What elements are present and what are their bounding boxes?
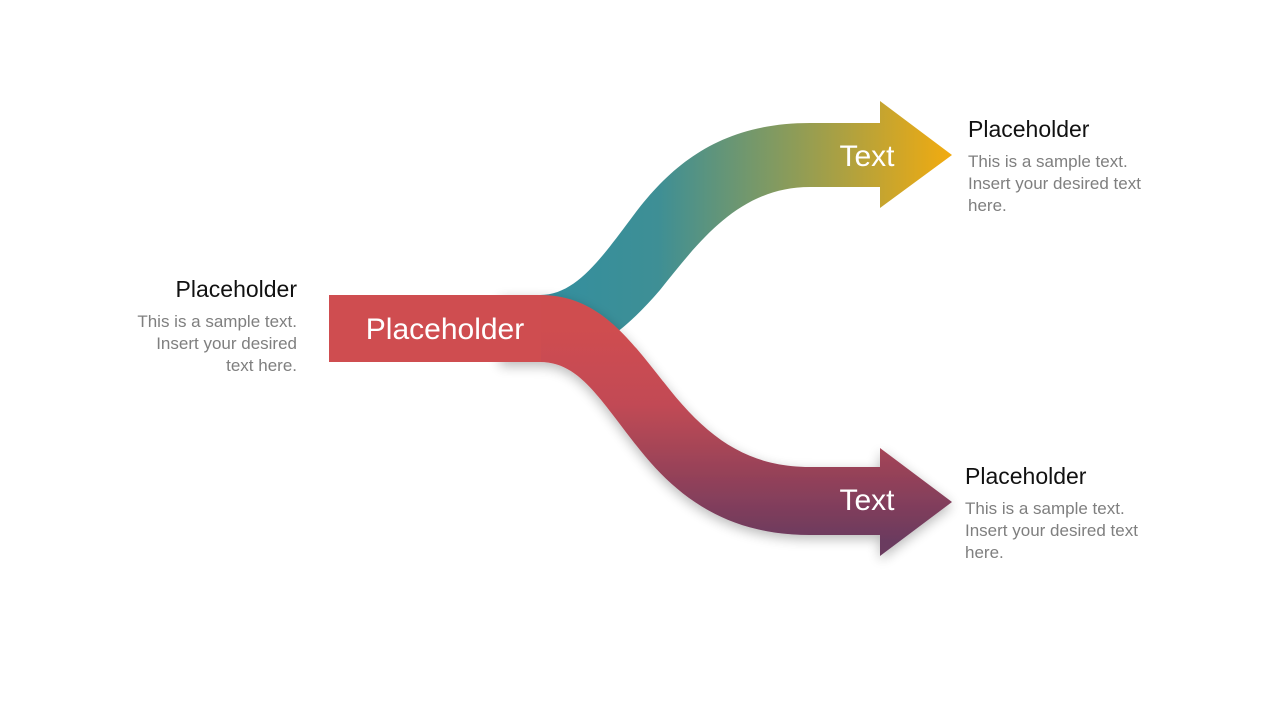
stem-bar (329, 295, 541, 362)
top-right-text-block: Placeholder This is a sample text. Inser… (968, 115, 1188, 217)
left-body: This is a sample text. Insert your desir… (97, 311, 297, 377)
left-body-line: Insert your desired (156, 334, 297, 353)
bottom-right-title: Placeholder (965, 463, 1087, 489)
left-title: Placeholder (175, 276, 297, 302)
top-right-body-line: here. (968, 196, 1007, 215)
left-body-line: This is a sample text. (137, 312, 297, 331)
center-label: Placeholder (366, 313, 524, 346)
top-right-body: This is a sample text. Insert your desir… (968, 151, 1188, 217)
bottom-right-body-line: here. (965, 543, 1004, 562)
bottom-right-body: This is a sample text. Insert your desir… (965, 498, 1185, 564)
top-right-body-line: This is a sample text. (968, 152, 1128, 171)
bottom-right-body-line: Insert your desired text (965, 521, 1138, 540)
top-arrow-label: Text (839, 140, 895, 173)
bottom-arrow-label: Text (839, 484, 895, 517)
bottom-right-body-line: This is a sample text. (965, 499, 1125, 518)
bottom-right-text-block: Placeholder This is a sample text. Inser… (965, 462, 1185, 564)
top-right-title: Placeholder (968, 116, 1090, 142)
upper-branch-arrow (500, 101, 952, 362)
lower-branch-arrow (500, 295, 952, 556)
top-right-body-line: Insert your desired text (968, 174, 1141, 193)
left-text-block: Placeholder This is a sample text. Inser… (97, 275, 297, 377)
left-body-line: text here. (226, 356, 297, 375)
